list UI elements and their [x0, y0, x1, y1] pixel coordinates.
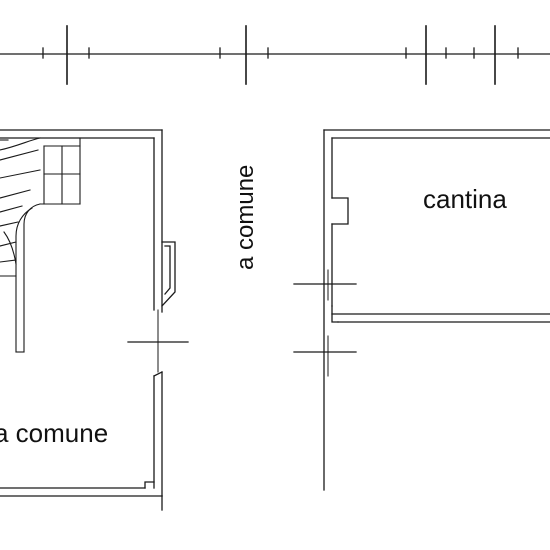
room-label-vertical: a comune [232, 164, 259, 270]
room-label-cantina: cantina [423, 184, 507, 214]
room-label-bottom: a comune [0, 418, 109, 448]
cantina-walls [293, 129, 550, 491]
left-room-walls [0, 129, 189, 511]
staircase [0, 137, 81, 353]
dimension-line-top [0, 25, 550, 85]
